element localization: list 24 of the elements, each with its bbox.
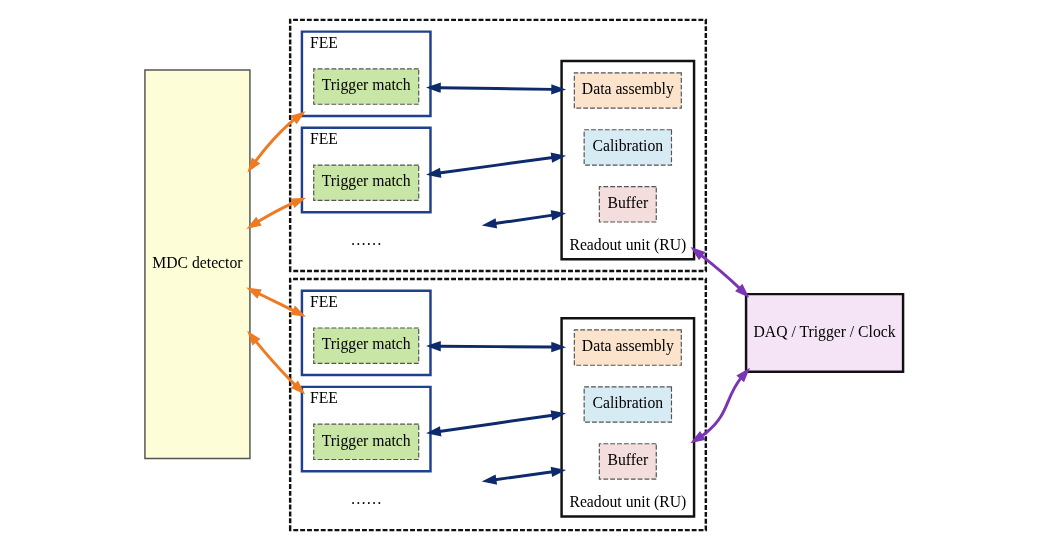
node-box: Trigger match (312, 327, 419, 364)
label: …… (350, 231, 382, 249)
arrow (689, 367, 750, 444)
node-box: Data assembly (573, 72, 682, 109)
arrow (425, 152, 566, 178)
arrow (425, 410, 566, 437)
node-box: Trigger match (312, 68, 419, 105)
node-box: Trigger match (312, 423, 419, 461)
node-box: Calibration (583, 129, 672, 166)
node-box: MDC detector (143, 69, 251, 460)
node-box: Calibration (583, 386, 672, 423)
arrow (245, 197, 306, 229)
node-box: Buffer (598, 186, 657, 223)
arrow (246, 111, 306, 173)
node-box: Buffer (598, 443, 657, 480)
node-box: Data assembly (573, 329, 682, 366)
arrow (425, 82, 566, 95)
arrow (246, 330, 305, 395)
node-box: DAQ / Trigger / Clock (744, 292, 904, 373)
node-box: Trigger match (312, 164, 419, 201)
label: …… (350, 490, 382, 508)
arrow (690, 247, 749, 298)
arrow (245, 287, 306, 317)
arrow (425, 341, 566, 353)
